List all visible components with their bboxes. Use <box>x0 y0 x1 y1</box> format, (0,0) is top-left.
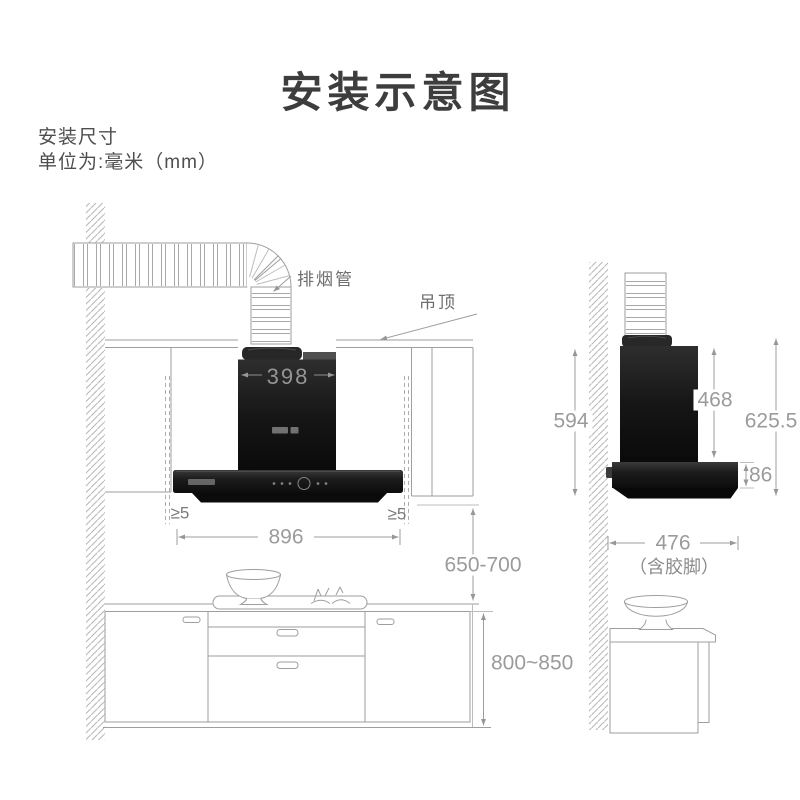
damper-box <box>303 352 336 360</box>
range-hood-front <box>173 347 403 503</box>
dim-body-height: 86 <box>749 463 773 487</box>
dim-476-lines <box>607 536 739 550</box>
dim-86-lines <box>740 462 754 489</box>
base-cabinet <box>103 611 491 728</box>
drawer-handle-bottom <box>276 661 299 669</box>
drawer-handle-top <box>276 629 299 637</box>
ceiling-leader <box>380 313 478 341</box>
exhaust-pipe-leader <box>273 275 292 292</box>
control-panel <box>272 477 328 490</box>
dim-clearance-right: ≥5 <box>387 504 407 524</box>
exhaust-duct <box>72 242 292 345</box>
side-exhaust-duct <box>624 272 667 338</box>
dim-hood-to-counter: 650-700 <box>440 554 526 576</box>
wok-front <box>226 569 281 605</box>
dim-chimney-width: 398 <box>266 364 310 389</box>
duct-collar <box>242 347 302 360</box>
dim-hood-width: 896 <box>264 526 308 548</box>
dim-650-700-lines <box>417 504 479 601</box>
dim-chimney-height: 468 <box>693 389 737 411</box>
side-duct-collar <box>622 335 672 347</box>
side-hood-chimney <box>620 346 698 462</box>
side-hood-body <box>612 462 738 488</box>
dim-clearance-left: ≥5 <box>170 503 190 523</box>
wok-side <box>624 595 688 630</box>
dim-896-lines <box>176 529 401 545</box>
front-view <box>72 203 493 740</box>
side-hood-bottom <box>613 488 738 499</box>
upper-cabinets <box>105 347 474 497</box>
dim-800-850-lines <box>470 604 493 727</box>
ceiling-label: 吊顶 <box>419 293 457 312</box>
cooktop <box>212 595 368 610</box>
range-hood-side <box>606 335 738 499</box>
dim-depth: 476 <box>651 532 695 554</box>
note-install-size: 安装尺寸 <box>38 127 119 148</box>
brand-logo <box>272 427 299 434</box>
door-handle-left <box>182 616 201 623</box>
dim-depth-note: （含胶脚） <box>629 557 719 577</box>
hood-body <box>173 470 403 493</box>
brand-logo-small <box>188 479 215 485</box>
dim-total-height: 625.5 <box>740 410 800 432</box>
exhaust-pipe-label: 排烟管 <box>297 270 354 289</box>
side-wall-hatch <box>589 262 608 730</box>
dim-counter-height: 800~850 <box>491 651 574 675</box>
control-center-button <box>297 477 311 490</box>
hood-bottom-panel <box>192 493 387 503</box>
page-title: 安装示意图 <box>280 69 516 116</box>
note-unit: 单位为:毫米（mm） <box>38 152 218 173</box>
mounting-bracket <box>606 467 613 478</box>
door-handle-right <box>376 618 395 625</box>
hood-chimney <box>238 359 336 472</box>
side-cabinet <box>609 628 716 734</box>
burner-grate <box>310 586 351 604</box>
dim-hood-height: 594 <box>549 410 593 432</box>
side-view <box>572 262 779 734</box>
clearance-dashed-lines <box>165 376 409 524</box>
front-wall-hatch <box>86 203 105 740</box>
countertop-stove <box>105 569 479 612</box>
